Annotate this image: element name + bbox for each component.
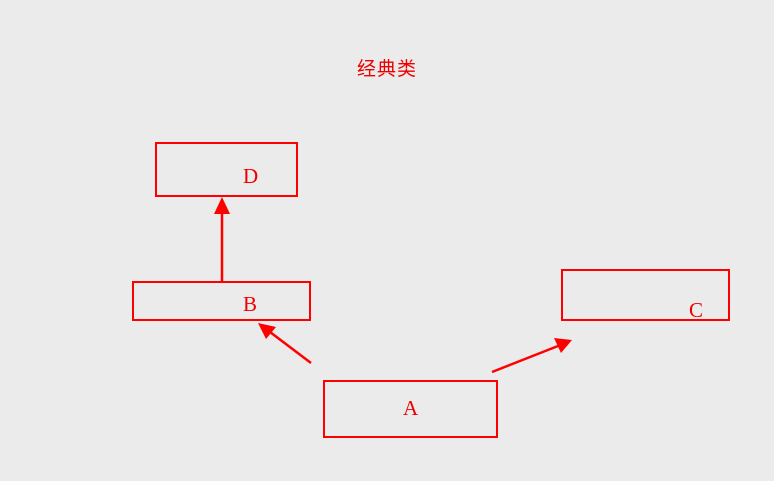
class-node-b-label: B: [243, 292, 258, 316]
page-title: 经典类: [356, 58, 417, 80]
class-node-d[interactable]: [155, 142, 298, 197]
class-node-b[interactable]: [132, 281, 311, 321]
class-node-c[interactable]: [561, 269, 730, 321]
class-node-c-label: C: [689, 298, 704, 322]
class-node-d-label: D: [243, 164, 259, 188]
class-node-a[interactable]: [323, 380, 498, 438]
edge-a-to-c: [491, 338, 572, 374]
edge-a-to-b: [258, 323, 312, 364]
class-node-a-label: A: [403, 396, 419, 420]
edge-b-to-d: [214, 197, 230, 281]
